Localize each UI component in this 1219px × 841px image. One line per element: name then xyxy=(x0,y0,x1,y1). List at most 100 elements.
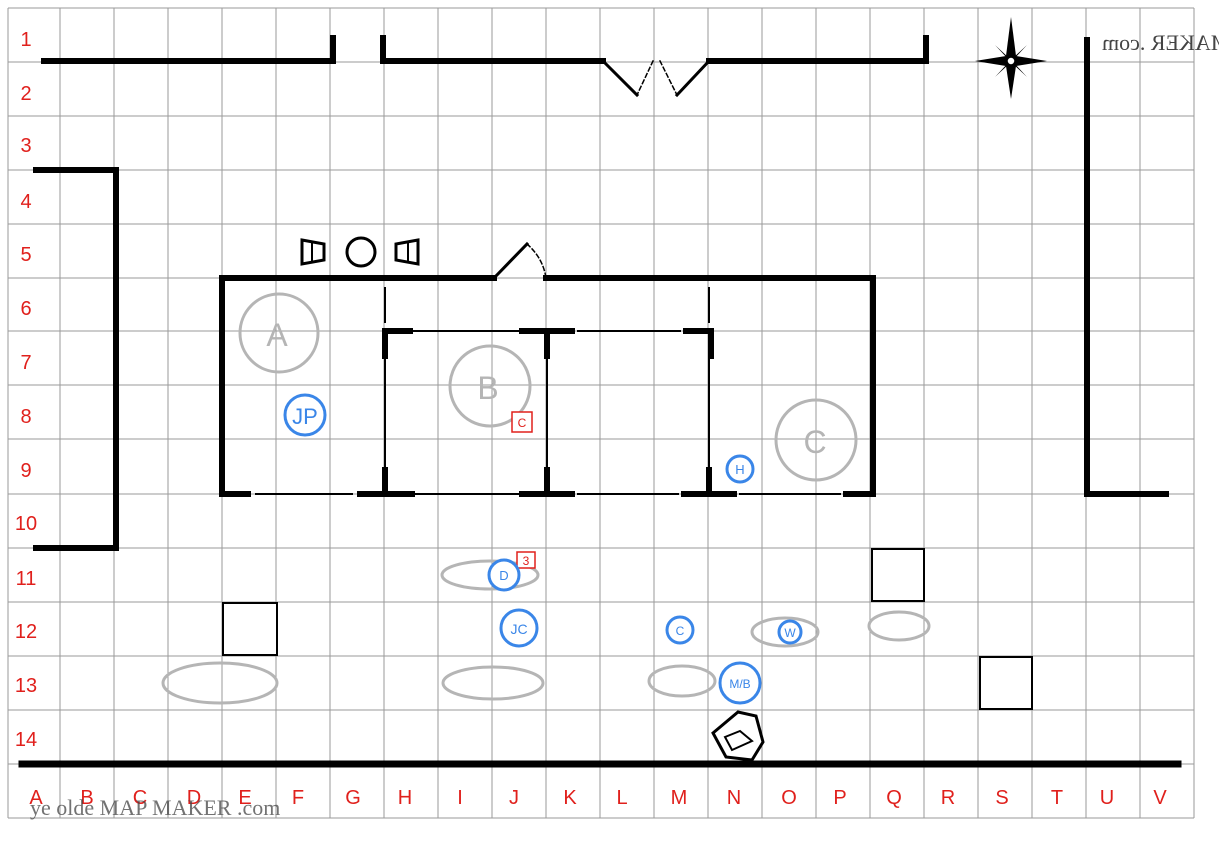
row-label-13: 13 xyxy=(15,675,37,697)
token-jp-label: JP xyxy=(292,404,318,429)
double-door-left xyxy=(600,58,640,98)
double-door-right xyxy=(674,58,712,98)
column-label-o: O xyxy=(781,787,797,809)
token-mb[interactable]: M/B xyxy=(718,661,762,705)
marker-3-label: 3 xyxy=(523,554,530,568)
column-label-r: R xyxy=(941,787,955,809)
zone-m13 xyxy=(647,664,717,698)
logo-top: ye olde MAP MAKER .com xyxy=(1102,30,1219,55)
area-a-circle xyxy=(238,292,320,374)
row-label-11: 11 xyxy=(16,568,37,590)
crate-s13 xyxy=(979,656,1033,710)
zone-j13 xyxy=(441,665,545,701)
token-mb-ring[interactable] xyxy=(718,661,762,705)
token-jc[interactable]: JC xyxy=(499,608,539,648)
north-wall-west xyxy=(41,35,336,64)
token-h-ring[interactable] xyxy=(725,454,755,484)
boulder-facet xyxy=(723,729,754,752)
round-table xyxy=(345,236,377,268)
column-label-q: Q xyxy=(886,787,902,809)
row-label-3: 3 xyxy=(20,135,31,157)
row-label-5: 5 xyxy=(20,244,31,266)
column-label-n: N xyxy=(727,787,741,809)
door-swing-left xyxy=(636,60,654,96)
token-w-ring[interactable] xyxy=(777,619,803,645)
compass-rose-icon xyxy=(975,17,1047,99)
token-c-small-label: C xyxy=(676,624,685,638)
column-label-b: B xyxy=(80,787,93,809)
column-label-u: U xyxy=(1100,787,1114,809)
row-label-12: 12 xyxy=(15,621,37,643)
inner-post-h7 xyxy=(382,328,413,359)
row-label-8: 8 xyxy=(20,406,31,428)
zone-j11 xyxy=(440,559,540,591)
north-wall-east xyxy=(706,35,929,64)
room-door xyxy=(491,241,530,281)
props xyxy=(300,236,420,268)
column-label-c: C xyxy=(133,787,147,809)
zone-o12 xyxy=(750,616,820,648)
zone-q12 xyxy=(867,610,931,642)
rock xyxy=(711,710,765,762)
zone-e13 xyxy=(161,661,279,705)
token-h[interactable]: H xyxy=(725,454,755,484)
north-wall-center xyxy=(380,35,606,64)
crates xyxy=(222,548,1033,710)
token-h-label: H xyxy=(735,462,744,477)
token-w[interactable]: W xyxy=(777,619,803,645)
room-wall-east xyxy=(543,275,876,497)
column-label-d: D xyxy=(187,787,201,809)
logo-bottom-text: ye olde MAP MAKER .com xyxy=(30,795,280,820)
door-swing-right xyxy=(658,59,679,97)
room-door-swing xyxy=(525,242,547,279)
column-label-g: G xyxy=(345,787,361,809)
token-d-label: D xyxy=(499,568,508,583)
row-label-1: 1 xyxy=(20,29,31,51)
area-markers xyxy=(238,292,858,482)
marker-3-box xyxy=(516,551,536,569)
west-wall xyxy=(33,167,119,551)
token-d[interactable]: D xyxy=(487,558,521,592)
area-b-circle xyxy=(448,344,532,428)
row-label-6: 6 xyxy=(20,298,31,320)
column-label-l: L xyxy=(616,787,627,809)
column-label-v: V xyxy=(1153,787,1167,809)
marker-c-label: C xyxy=(518,416,527,430)
crate-q11 xyxy=(871,548,925,602)
logo-top-text: ye olde MAP MAKER .com xyxy=(1102,30,1219,55)
column-label-j: J xyxy=(509,787,519,809)
token-d-ring[interactable] xyxy=(487,558,521,592)
area-c-label: C xyxy=(803,424,826,460)
column-label-p: P xyxy=(833,787,846,809)
row-label-4: 4 xyxy=(20,191,31,213)
token-c-small-ring[interactable] xyxy=(665,615,695,645)
crate-e12 xyxy=(222,602,278,656)
inner-post-n7 xyxy=(683,328,714,359)
logo-bottom: ye olde MAP MAKER .com xyxy=(30,795,280,820)
area-b-label: B xyxy=(477,370,498,406)
tokens[interactable]: JP H D JC C W M/B xyxy=(283,393,803,705)
column-label-h: H xyxy=(398,787,412,809)
row-label-2: 2 xyxy=(20,83,31,105)
column-label-m: M xyxy=(671,787,688,809)
token-c-small[interactable]: C xyxy=(665,615,695,645)
token-jp[interactable]: JP xyxy=(283,393,327,437)
token-jp-ring[interactable] xyxy=(283,393,327,437)
column-label-s: S xyxy=(995,787,1008,809)
column-label-e: E xyxy=(238,787,251,809)
column-labels: A B C D E F G H I J K L M N O P Q R S T … xyxy=(29,787,1167,809)
column-label-f: F xyxy=(292,787,304,809)
row-labels: 1 2 3 4 5 6 7 8 9 10 11 12 13 14 xyxy=(15,29,37,751)
row-label-7: 7 xyxy=(20,352,31,374)
walls xyxy=(18,35,1182,768)
east-wall xyxy=(1084,37,1169,497)
row-label-10: 10 xyxy=(15,513,37,535)
column-label-t: T xyxy=(1051,787,1063,809)
area-c-circle xyxy=(774,398,858,482)
token-jc-ring[interactable] xyxy=(499,608,539,648)
red-markers: C 3 xyxy=(511,411,536,569)
token-w-label: W xyxy=(784,626,796,640)
area-a-label: A xyxy=(266,317,288,353)
